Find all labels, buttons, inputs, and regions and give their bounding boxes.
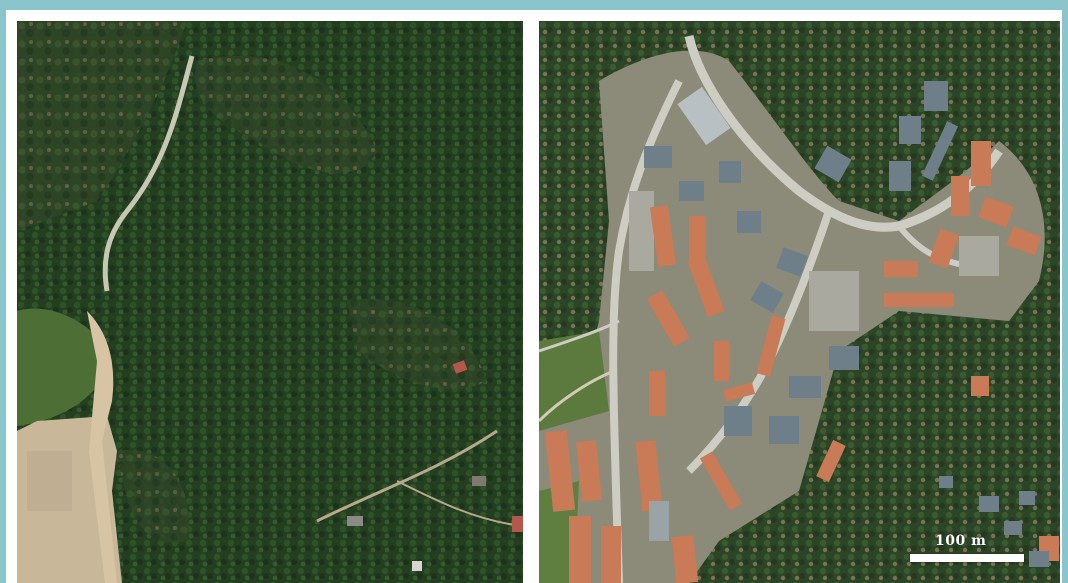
mixed-forest-patch — [17, 21, 187, 231]
building — [677, 86, 731, 146]
house — [452, 360, 468, 374]
apartment-block — [816, 439, 846, 483]
apartment-block — [649, 371, 665, 416]
meadow — [17, 308, 112, 426]
apartment-block — [756, 315, 786, 377]
aerial-before-svg — [17, 21, 523, 583]
apartment-block — [884, 261, 918, 277]
building — [644, 146, 672, 168]
footpath — [539, 319, 620, 353]
apartment-block — [1006, 226, 1042, 256]
footpath — [539, 369, 615, 423]
dirt-road — [102, 55, 195, 292]
parking-lot — [959, 236, 999, 276]
building — [769, 416, 799, 444]
parking-lot — [809, 271, 859, 331]
apartment-block — [971, 141, 991, 186]
aerial-image-before — [17, 21, 523, 583]
mixed-forest-patch — [347, 299, 487, 390]
building — [776, 247, 808, 277]
building — [719, 161, 741, 183]
building — [1004, 521, 1022, 535]
excavation — [27, 451, 72, 511]
building — [939, 476, 953, 488]
apartment-block — [951, 176, 969, 216]
scale-bar-line — [910, 554, 1024, 562]
main-road — [609, 79, 683, 583]
footpath — [396, 480, 523, 527]
building — [724, 406, 752, 436]
apartment-block — [971, 376, 989, 396]
apartment-block — [671, 534, 699, 583]
scale-bar: 100 m — [910, 533, 1026, 567]
aerial-image-after — [539, 21, 1060, 583]
mixed-forest-patch — [117, 449, 189, 543]
building — [829, 346, 859, 370]
building — [737, 211, 761, 233]
orange-roof-buildings — [544, 141, 1059, 583]
apartment-block — [714, 341, 729, 381]
apartment-block — [544, 430, 576, 512]
building — [679, 181, 704, 201]
house — [412, 561, 422, 571]
building — [814, 145, 852, 183]
house — [512, 516, 523, 532]
apartment-block — [687, 254, 725, 318]
apartment-block — [646, 290, 690, 347]
gravel-road — [87, 311, 117, 583]
grey-roof-buildings — [644, 81, 1049, 567]
apartment-block — [978, 196, 1014, 228]
building — [1019, 491, 1035, 505]
apartment-block — [722, 382, 756, 402]
apartment-block — [649, 205, 677, 267]
building — [889, 161, 911, 191]
apartment-block — [689, 216, 705, 268]
aerial-after-svg — [539, 21, 1060, 583]
building — [921, 121, 959, 181]
house — [472, 476, 486, 486]
building — [899, 116, 921, 144]
apartment-block — [601, 526, 621, 583]
parking-lot — [629, 191, 654, 271]
apartment-block — [699, 451, 743, 511]
building — [789, 376, 821, 398]
apartment-block — [569, 516, 591, 583]
mixed-forest-patch — [195, 55, 377, 174]
apartment-block — [575, 440, 603, 502]
apartment-block — [884, 293, 954, 307]
building — [979, 496, 999, 512]
building — [649, 501, 669, 541]
apartment-block — [928, 228, 960, 269]
house — [347, 516, 363, 526]
scale-bar-label: 100 m — [935, 533, 987, 549]
footpath — [316, 429, 498, 523]
building — [924, 81, 948, 111]
building — [1029, 551, 1049, 567]
apartment-block — [635, 440, 663, 512]
building — [750, 280, 784, 314]
